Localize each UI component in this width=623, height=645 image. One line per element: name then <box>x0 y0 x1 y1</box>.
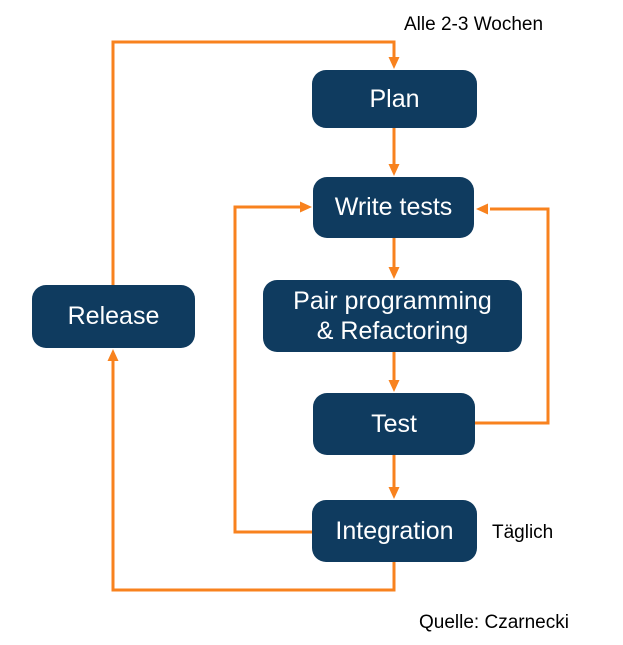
edge-integration-to-write-tests <box>233 205 313 534</box>
edge-test-to-write-tests <box>475 207 550 425</box>
annotation-cycle-duration: Alle 2-3 Wochen <box>404 14 544 35</box>
arrowhead-into-integration <box>388 487 400 499</box>
annotation-source: Quelle: Czarnecki <box>419 612 569 633</box>
node-release-label: Release <box>67 302 160 331</box>
node-integration-label: Integration <box>335 516 454 545</box>
node-write-tests-label: Write tests <box>334 193 453 222</box>
node-plan: Plan <box>312 70 477 128</box>
arrowhead-into-write-tests-right <box>476 203 488 215</box>
edge-release-to-plan <box>111 40 396 285</box>
node-integration: Integration <box>312 500 477 562</box>
node-test-label: Test <box>371 409 417 438</box>
node-plan-label: Plan <box>369 84 420 113</box>
arrowhead-into-write-tests-left <box>300 201 312 213</box>
node-write-tests: Write tests <box>313 177 474 238</box>
node-pair-programming-line1: Pair programming <box>293 286 492 315</box>
node-pair-programming-line2: & Refactoring <box>316 317 469 345</box>
annotation-daily: Täglich <box>492 522 554 543</box>
edge-integration-to-release <box>111 360 396 592</box>
node-test: Test <box>313 393 475 455</box>
arrowhead-into-test <box>388 380 400 392</box>
node-pair-programming: Pair programming & Refactoring <box>263 280 522 352</box>
arrowhead-into-write-tests-top <box>388 164 400 176</box>
node-release: Release <box>32 285 195 348</box>
arrowhead-into-plan <box>388 57 400 69</box>
arrowhead-into-release <box>107 349 119 361</box>
arrowhead-into-pair <box>388 267 400 279</box>
